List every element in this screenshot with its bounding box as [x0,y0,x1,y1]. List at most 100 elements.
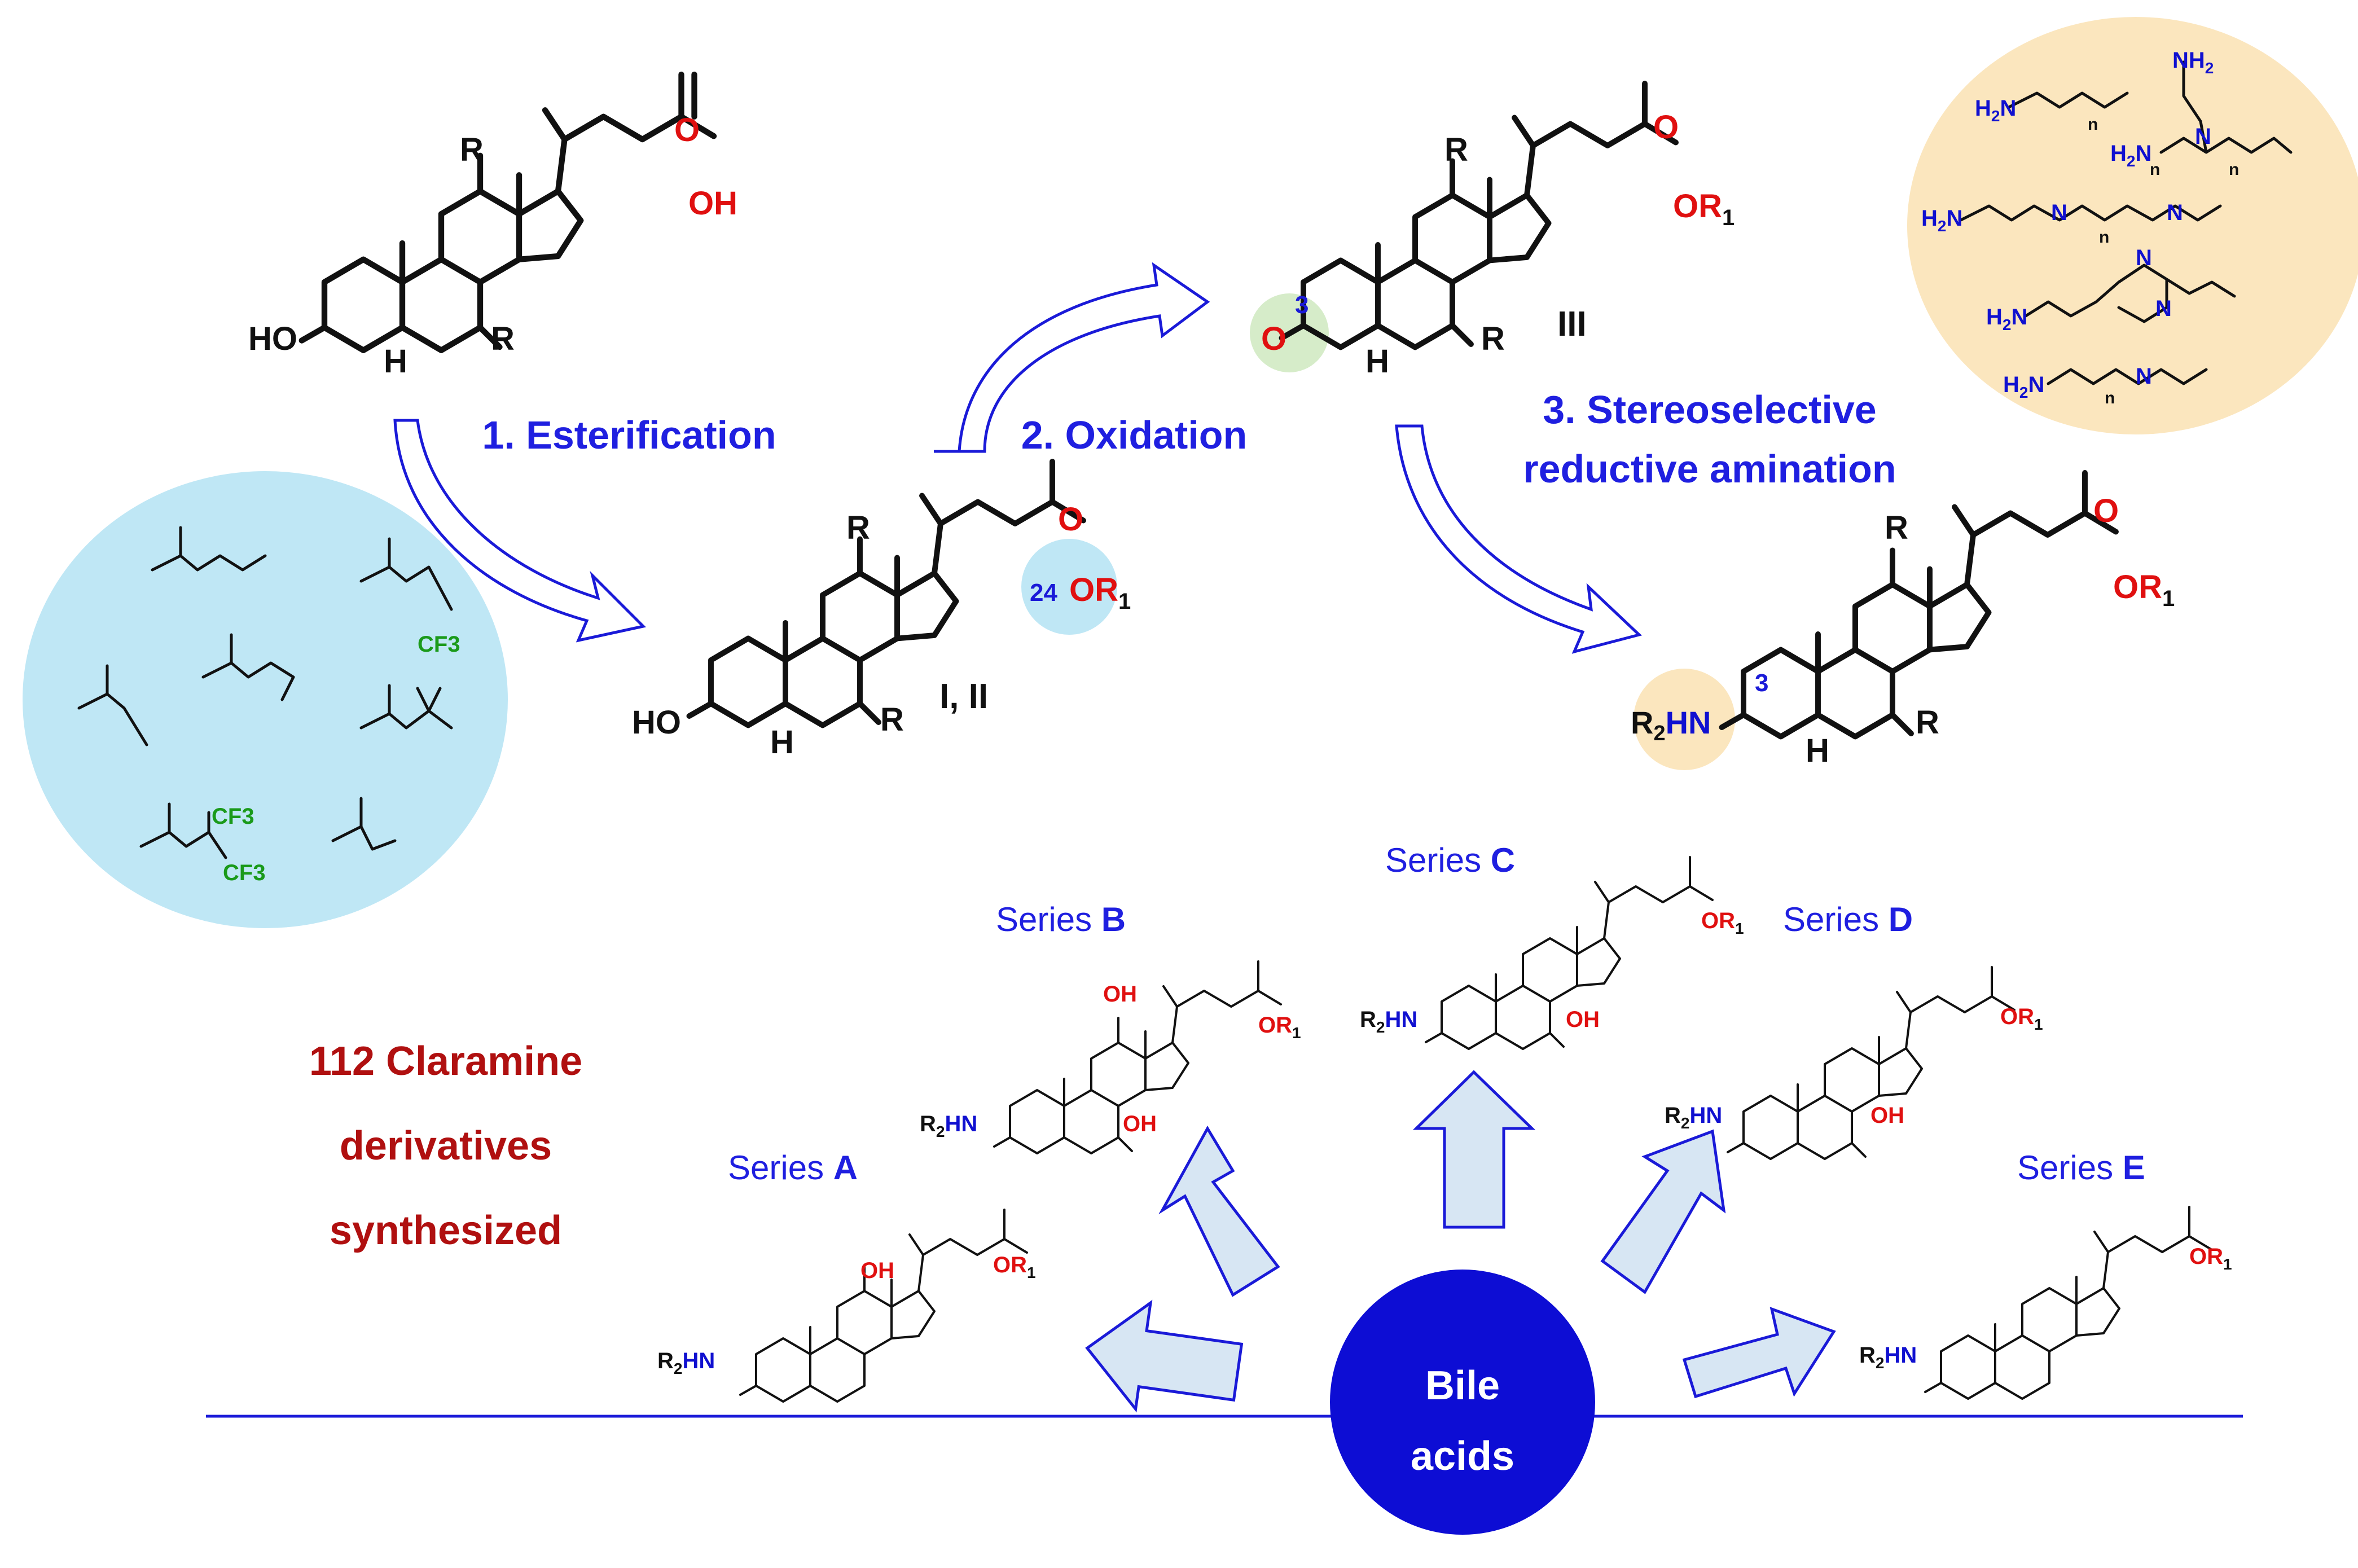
c3-amine-label: 3 [1755,669,1768,697]
nh2-label: H2N [1975,96,2016,125]
compound-i-ii-label: I, II [939,677,988,716]
r2hn-label: R2HN [1665,1103,1722,1132]
o-carbonyl: O [1058,501,1083,538]
step-amination-2: reductive amination [1523,447,1896,491]
nh2-label: NH2 [2172,48,2214,77]
h-label: H [770,724,794,761]
nh2-label: H2N [2003,372,2044,401]
ester-group-bubble [23,471,508,928]
n-label: N [2051,200,2067,225]
summary-line-2: derivatives [340,1123,552,1169]
step-arrows [393,262,1642,654]
r7-label: R [880,701,904,738]
series-a-label: Series A [728,1149,858,1187]
nh2-label: H2N [1921,206,1962,235]
compound-iii-label: III [1557,305,1587,344]
cf3-label: CF3 [223,860,266,885]
amine-structure: R2HN 3 H R R O OR1 [1631,470,2175,769]
step-oxidation: 2. Oxidation [1021,413,1248,457]
h-label: H [1365,343,1389,380]
arrow-to-series-c [1412,1070,1536,1229]
core-label-1: Bile [1425,1363,1500,1408]
r12-label: R [1885,510,1908,546]
r12-label: R [460,131,484,168]
c24-label: 24 [1030,579,1057,607]
summary-line-3: synthesized [330,1208,562,1253]
oh-label: OH [1123,1112,1157,1136]
arrow-to-series-d [1600,1129,1726,1294]
h-label: H [1806,732,1829,769]
core-label-2: acids [1411,1434,1514,1479]
cf3-label: CF3 [418,632,460,657]
cf3-label: CF3 [212,804,254,829]
oh-label: OH [1870,1103,1904,1128]
or1-label: OR1 [2113,569,2175,611]
arrow-esterification [393,419,647,643]
ketone-structure: O 3 H R R O OR1 III [1261,81,1735,380]
ketone-o: O [1261,320,1286,357]
ho-label: HO [632,704,681,741]
nh2-label: H2N [2110,141,2151,170]
arrow-to-series-b [1158,1125,1280,1297]
r7-label: R [1916,704,1939,741]
n-label: N [2136,364,2152,389]
n-label: N [2155,296,2172,321]
ester-structure: HO H R R O OR1 24 I, II [632,459,1131,761]
or1-label: OR1 [993,1253,1036,1281]
step-amination-1: 3. Stereoselective [1543,388,1876,432]
r7-label: R [491,320,515,357]
oh-label: OH [860,1258,894,1283]
series-e-structure: Series E R2HN OR1 [1859,1149,2232,1399]
ester-groups [77,526,453,859]
polyamine-chains [1959,60,2293,385]
n-index: n [2150,160,2160,179]
or1-label: OR1 [2000,1004,2043,1033]
oh-label: OH [1566,1007,1600,1032]
arrow-to-series-a [1085,1299,1244,1413]
o-carbonyl: O [2093,493,2119,529]
c24-highlight [1021,539,1117,635]
ho-label: HO [248,320,297,357]
or1-label: OR1 [1701,908,1744,937]
r12-label: R [1444,131,1468,168]
summary-line-1: 112 Claramine [309,1039,582,1084]
n-label: N [2167,200,2183,225]
series-b-label: Series B [996,901,1126,938]
r2hn-label: R2HN [1631,705,1711,745]
c3-ketone-label: 3 [1295,291,1308,319]
r2hn-label: R2HN [1859,1343,1917,1372]
series-c-structure: Series C R2HN OH OR1 [1360,841,1744,1049]
r12-label: R [846,510,870,546]
series-d-structure: Series D R2HN OH OR1 [1665,901,2043,1159]
o-carbonyl: O [674,112,700,148]
c3-amine-highlight [1634,669,1735,770]
arrow-oxidation [934,262,1210,453]
or1-label: OR1 [1258,1013,1301,1042]
n-index: n [2088,115,2098,134]
n-index: n [2105,389,2115,407]
n-label: N [2136,245,2152,270]
oh-label: OH [1103,982,1137,1007]
r2hn-label: R2HN [920,1112,977,1140]
o-carbonyl: O [1653,109,1679,146]
series-a-structure: Series A R2HN OH OR1 [657,1149,1036,1402]
r7-label: R [1481,320,1505,357]
n-label: N [2195,124,2211,149]
nh2-label: H2N [1986,305,2027,333]
polyamine-bubble [1907,17,2358,434]
series-arrows [1085,1070,1836,1413]
arrow-to-series-e [1682,1307,1836,1399]
r2hn-label: R2HN [1360,1007,1417,1036]
n-index: n [2099,228,2109,247]
r2hn-label: R2HN [657,1349,715,1377]
series-d-label: Series D [1783,901,1913,938]
or1-label: OR1 [1673,188,1735,230]
arrow-amination [1395,424,1642,654]
h-label: H [384,343,407,380]
or1-label: OR1 [2189,1244,2232,1273]
bile-acid-structure: HO H R R O OH [248,71,737,380]
oh-label: OH [688,185,737,222]
polyamine-labels: H2N NH2 H2N N H2N N N H2N N N H2N N n n … [1921,48,2239,407]
